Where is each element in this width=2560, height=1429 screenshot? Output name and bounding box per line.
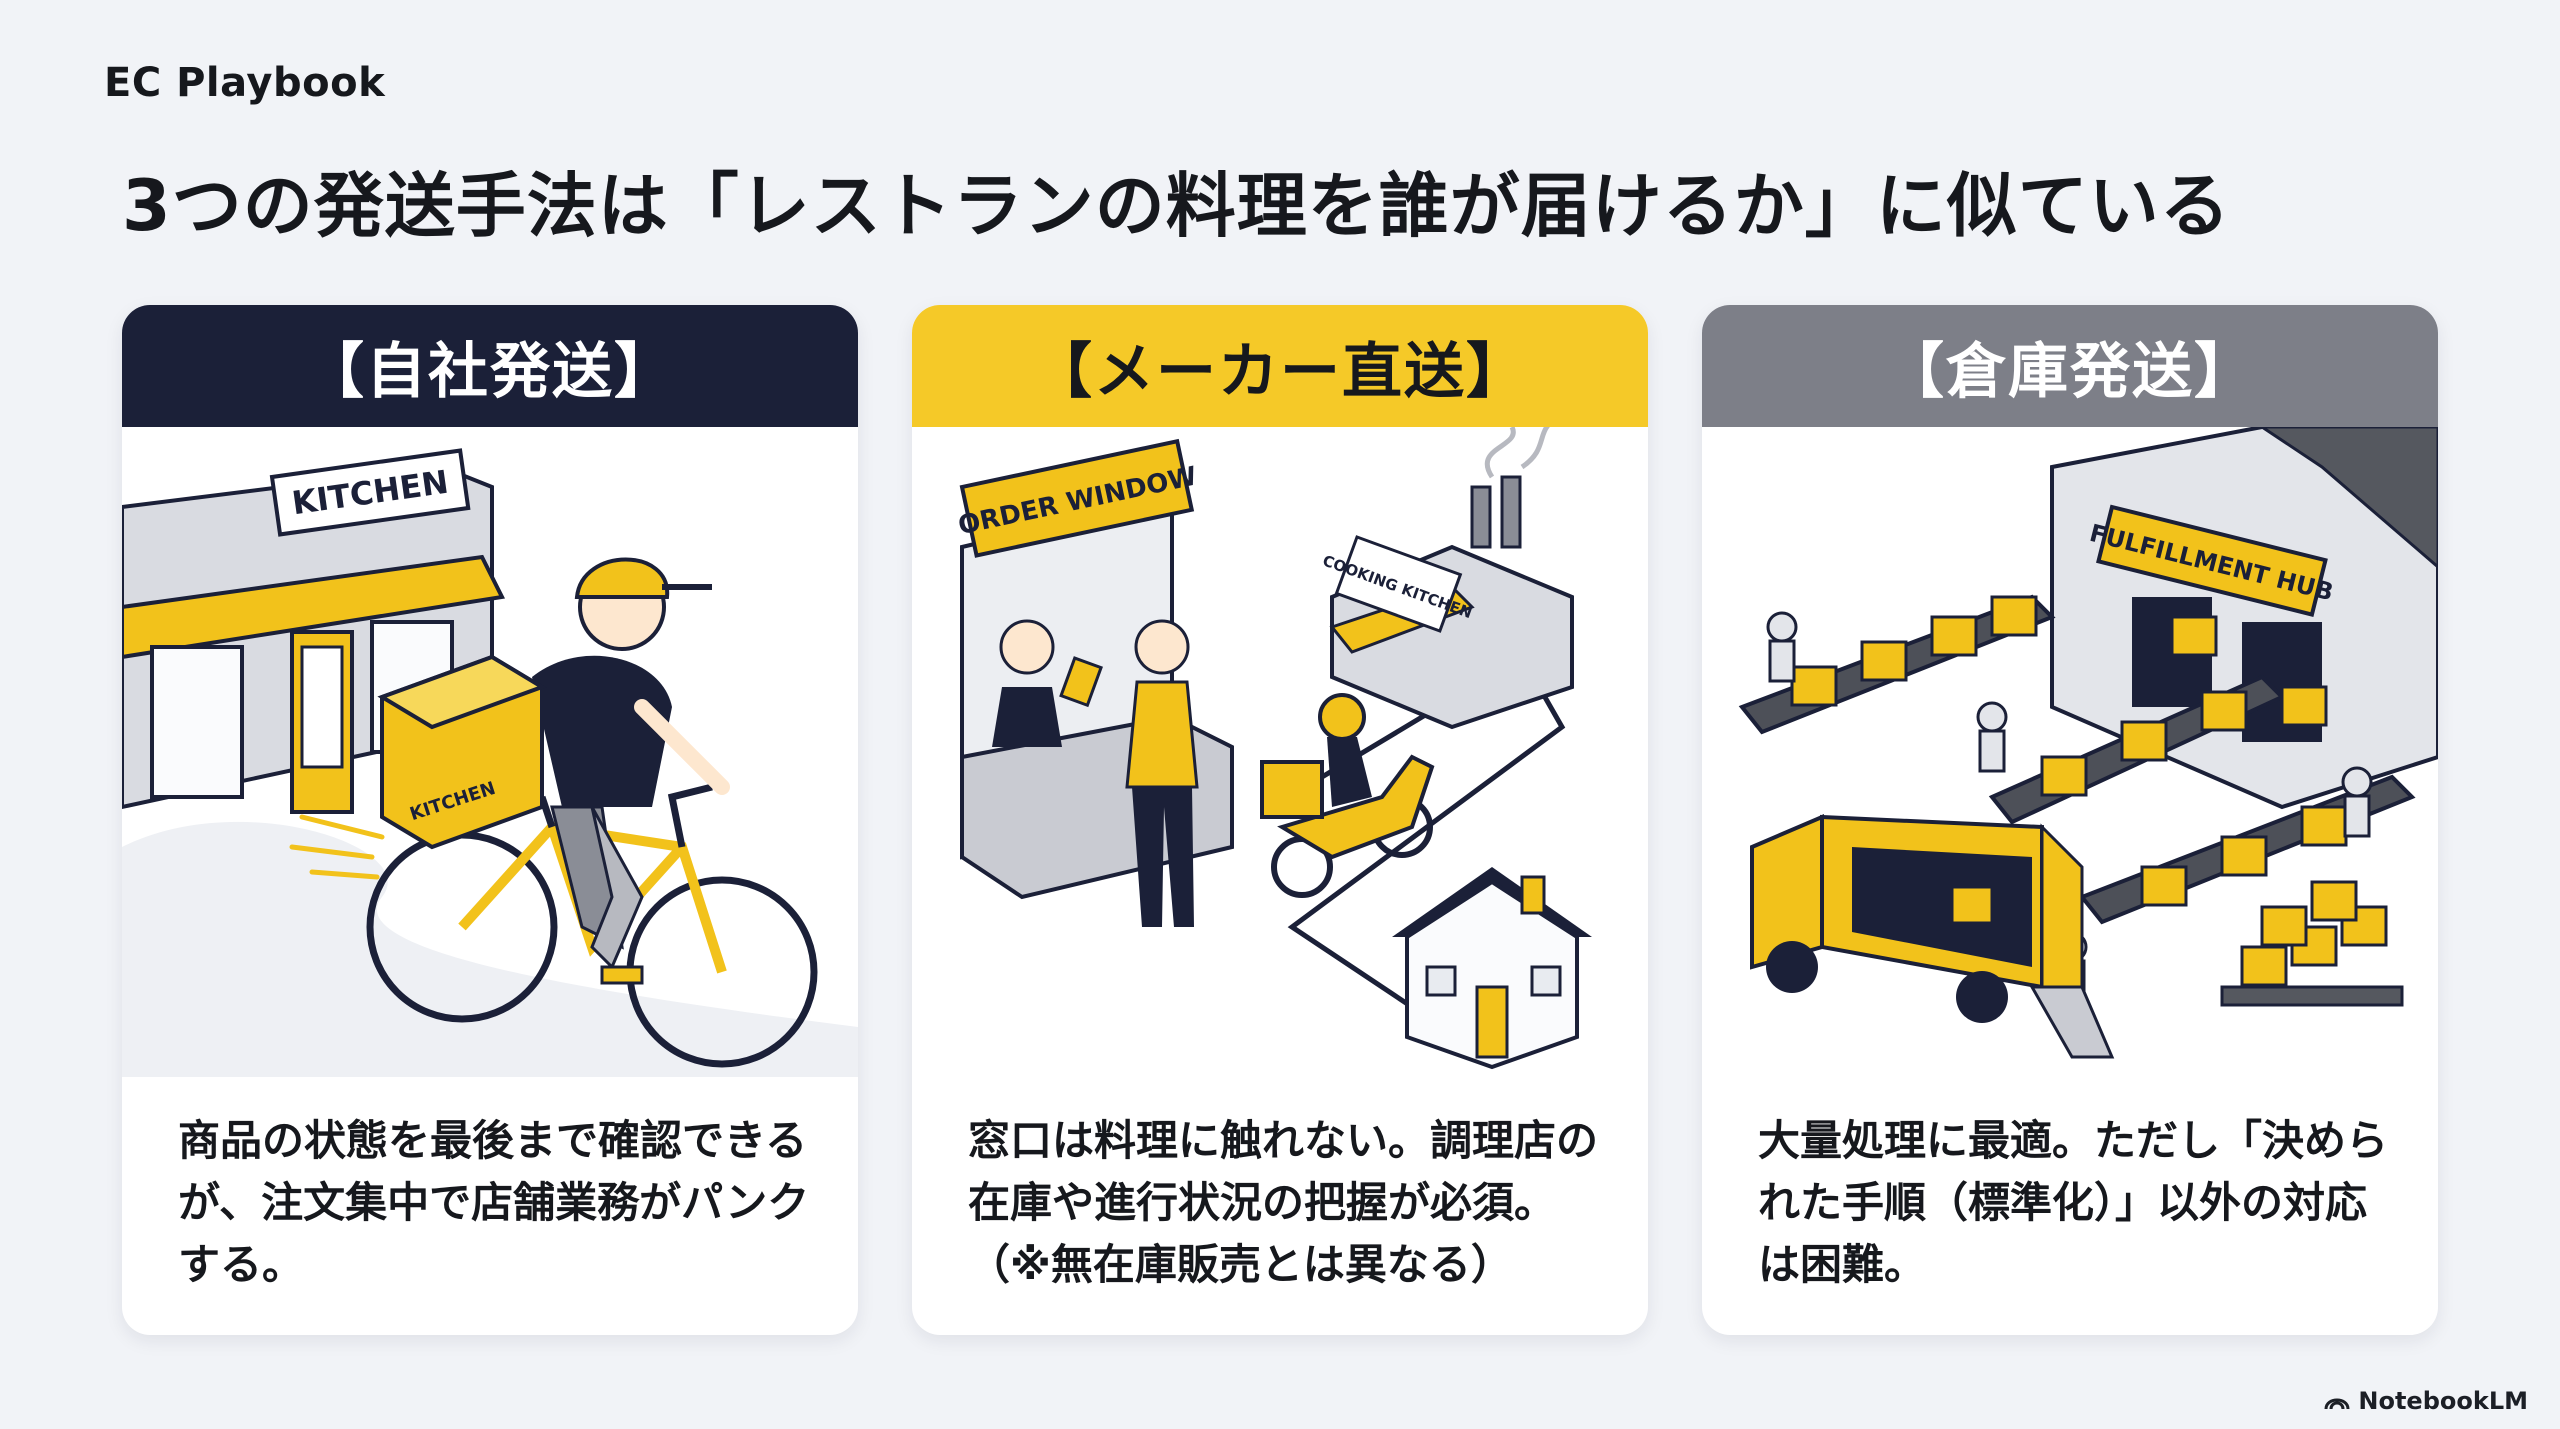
card-body-warehouse-shipping: 大量処理に最適。ただし「決められた手順（標準化）」以外の対応は困難。 <box>1758 1116 2389 1289</box>
delivery-scooter <box>1260 693 1435 898</box>
illustration-order-window-kitchen: ORDER WINDOW COOKING <box>912 427 1648 1077</box>
pallet <box>2220 985 2404 1007</box>
delivery-truck <box>1750 813 2115 1059</box>
page-title: 3つの発送手法は「レストランの料理を誰が届けるか」に似ている <box>122 165 2231 247</box>
shop-building: KITCHEN <box>122 448 506 814</box>
delivery-box: KITCHEN <box>377 654 547 850</box>
bicycle <box>366 783 818 1068</box>
card-body-maker-direct: 窓口は料理に触れない。調理店の在庫や進行状況の把握が必須。（※無在庫販売とは異な… <box>968 1116 1599 1289</box>
customer-figure <box>1125 619 1199 927</box>
card-title-self-shipping: 【自社発送】 <box>122 305 858 427</box>
card-warehouse-shipping: 【倉庫発送】 FULFILLMENT HUB <box>1702 305 2438 1335</box>
card-self-shipping: 【自社発送】 KITCHEN <box>122 305 858 1335</box>
cooking-kitchen-building: COOKING KITCHEN <box>1320 427 1574 730</box>
illustration-fulfillment-hub: FULFILLMENT HUB <box>1702 427 2438 1077</box>
card-title-maker-direct: 【メーカー直送】 <box>912 305 1648 427</box>
house <box>1392 867 1592 1070</box>
notebooklm-logo-icon <box>2324 1398 2350 1410</box>
illustration-kitchen-bicycle: KITCHEN <box>122 427 858 1077</box>
notebooklm-watermark: NotebookLM <box>2324 1387 2528 1415</box>
delivery-rider <box>532 557 730 985</box>
boxes <box>1790 595 2388 987</box>
card-title-warehouse-shipping: 【倉庫発送】 <box>1702 305 2438 427</box>
notebooklm-label: NotebookLM <box>2358 1387 2528 1415</box>
card-body-self-shipping: 商品の状態を最後まで確認できるが、注文集中で店舗業務がパンクする。 <box>178 1116 810 1289</box>
card-maker-direct: 【メーカー直送】 ORDER WINDOW <box>912 305 1648 1335</box>
brand-label: EC Playbook <box>104 60 386 106</box>
speed-lines <box>289 814 385 880</box>
